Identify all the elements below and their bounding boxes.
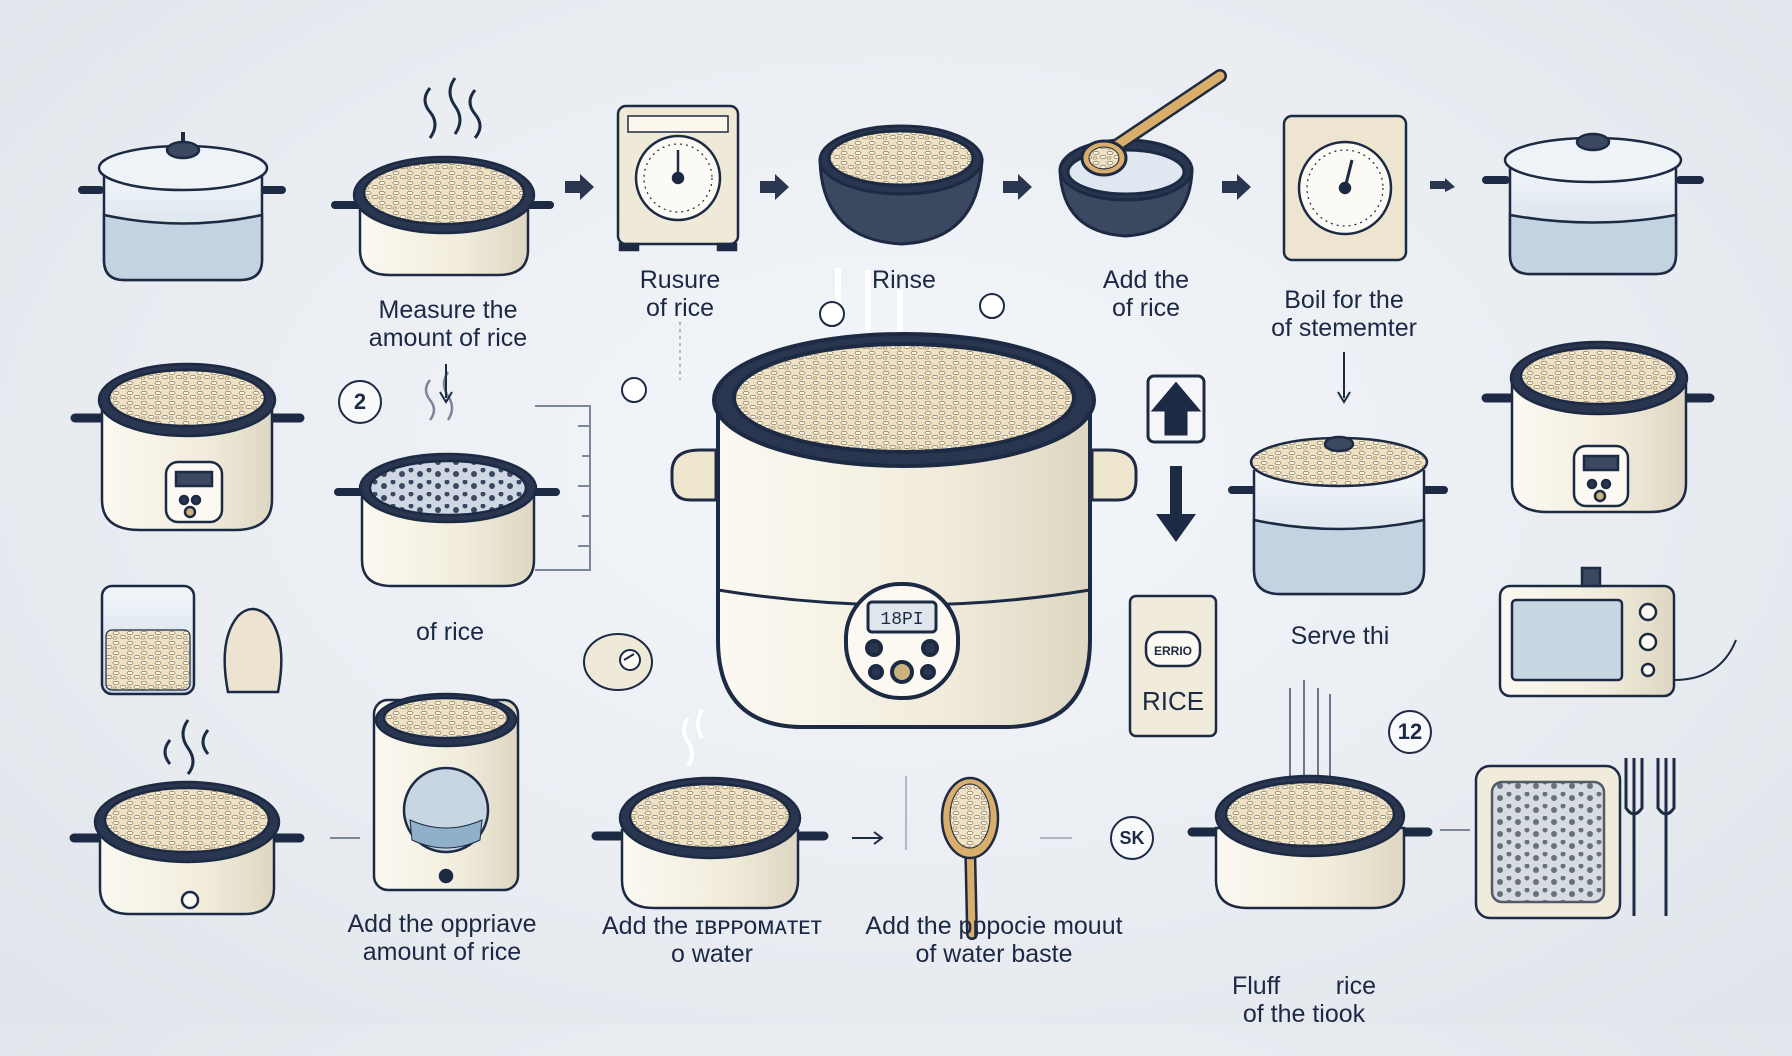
- cooker-display: 18PI: [880, 610, 923, 630]
- rice-cooker-icon: [1481, 340, 1715, 514]
- spoon-bowl-icon: [1058, 69, 1227, 238]
- step-marker: [621, 377, 647, 403]
- steamer-pot-icon: [331, 77, 554, 277]
- glass-pot-icon: [1482, 132, 1704, 276]
- down-arrow-icon: [1156, 466, 1196, 542]
- steaming-pot-icon: [69, 719, 305, 916]
- salt-shaker-icon: [223, 607, 283, 694]
- step-marker: [979, 293, 1005, 319]
- rice-bag-top-label: ERRIO: [1154, 644, 1192, 658]
- rice-bag-icon: [1128, 594, 1218, 738]
- step-badge-sk: SK: [1110, 816, 1154, 860]
- glass-pot-icon: [78, 132, 286, 282]
- rice-tray-icon: [1474, 764, 1622, 920]
- up-arrow-icon: [1146, 374, 1206, 444]
- wooden-spoon-icon: [940, 776, 1000, 940]
- water-glass-icon: [100, 584, 196, 696]
- rice-bowl-icon: [818, 124, 984, 246]
- step-badge-12: 12: [1388, 710, 1432, 754]
- timer-icon: [1282, 114, 1408, 262]
- water-dispenser-icon: [372, 692, 520, 892]
- main-rice-cooker-icon: [670, 268, 1138, 729]
- kitchen-scale-icon: [616, 104, 740, 252]
- steaming-pot-icon: [591, 709, 829, 910]
- measuring-cup-icon: [535, 405, 591, 571]
- small-dial-icon: [583, 633, 653, 691]
- rice-cooking-diagram: 18PI ERRIO RICE: [69, 69, 1737, 940]
- glass-lid-pot-icon: [1228, 435, 1448, 596]
- fluff-pot-icon: [1187, 680, 1433, 910]
- arrow-icon: [565, 174, 1455, 200]
- fork-icon: [1624, 758, 1676, 916]
- steamer-basket-icon: [334, 371, 560, 588]
- label-rinse: Rinse: [872, 266, 936, 294]
- label-serve: Serve thi: [1290, 622, 1390, 650]
- rice-bag-label: RICE: [1142, 686, 1204, 716]
- rice-cooker-icon: [70, 362, 305, 532]
- step-badge-2: 2: [338, 380, 382, 424]
- step-marker: [819, 301, 845, 327]
- microwave-icon: [1498, 566, 1737, 698]
- label-of-rice: of rice: [415, 618, 485, 646]
